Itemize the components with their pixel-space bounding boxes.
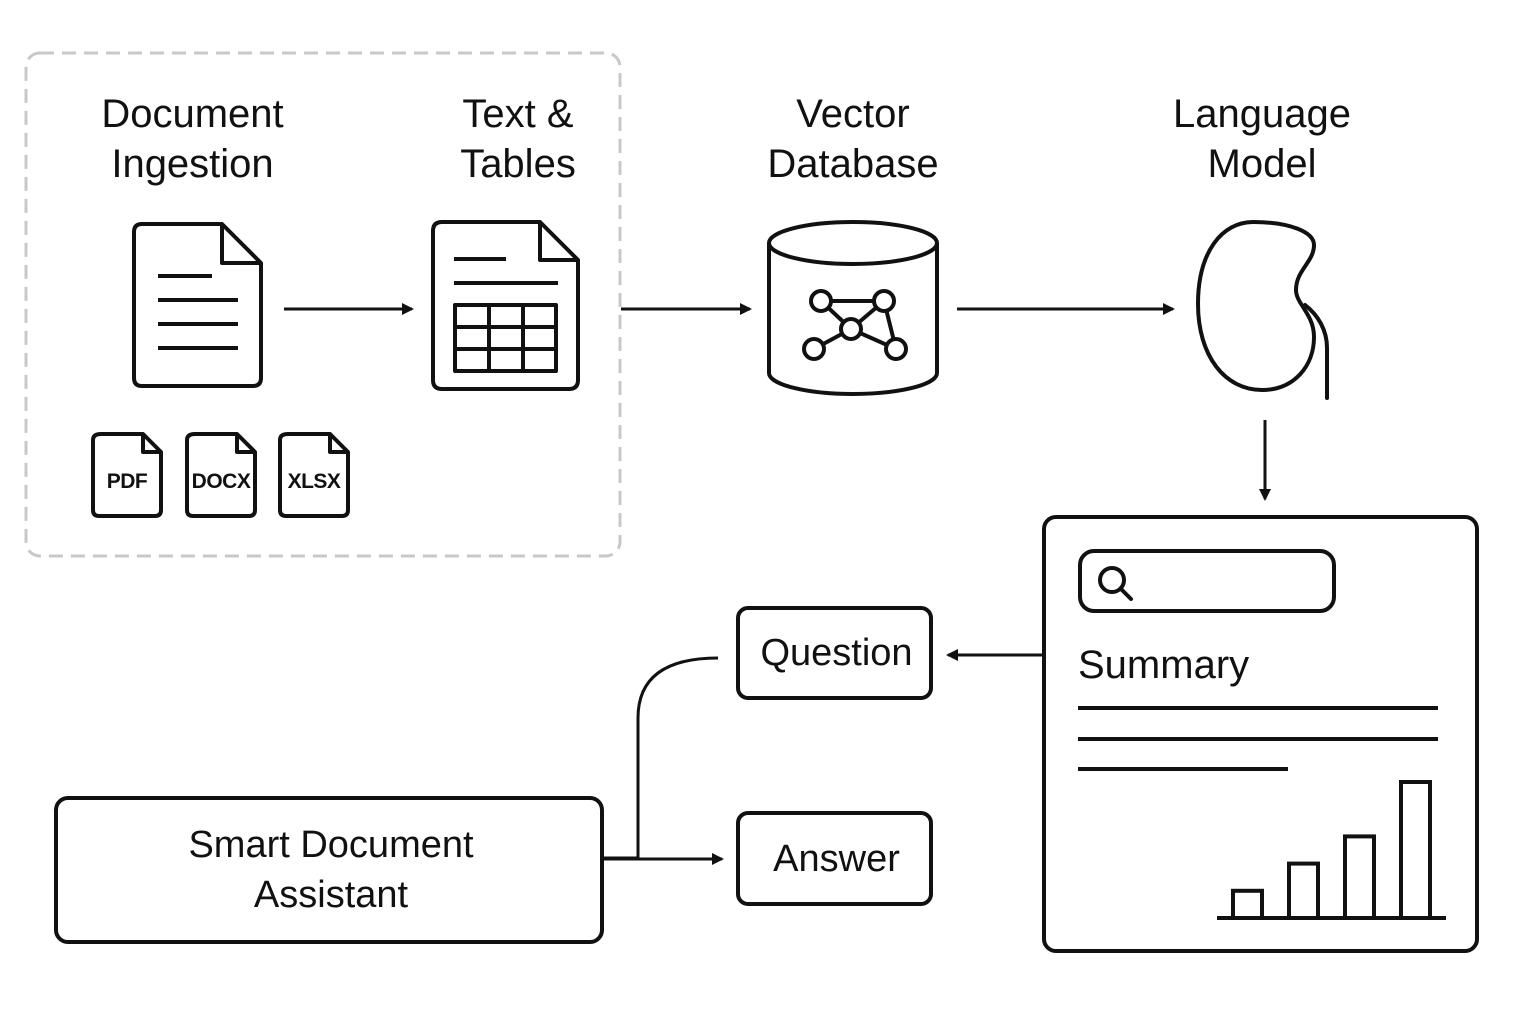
file-type-label: XLSX	[287, 470, 341, 493]
label-line: Text &	[462, 92, 574, 136]
label-document-ingestion: Document Ingestion	[60, 89, 325, 189]
label-line: Database	[767, 142, 939, 186]
summary-search-box[interactable]	[1078, 549, 1336, 613]
label-line: Document	[101, 92, 284, 136]
brain-model-icon	[1195, 219, 1329, 400]
file-type-label: PDF	[106, 470, 148, 493]
label-line: Vector	[796, 92, 910, 136]
summary-chart-bar	[1343, 834, 1376, 921]
question-label: Question	[760, 632, 913, 674]
file-icon-xlsx	[278, 432, 350, 518]
ingestion-group-border	[24, 51, 622, 558]
summary-text-lines	[1078, 706, 1438, 771]
file-icon-docx	[185, 432, 257, 518]
assistant-box[interactable]	[54, 796, 604, 944]
answer-box[interactable]	[736, 811, 933, 906]
label-line: Model	[1207, 142, 1317, 186]
label-line: Assistant	[253, 874, 409, 916]
summary-chart-bar	[1287, 861, 1320, 920]
label-vector-database: Vector Database	[740, 89, 966, 189]
label-line: Smart Document	[188, 824, 474, 866]
summary-chart-bar	[1231, 888, 1264, 920]
summary-bar-chart	[1217, 780, 1446, 921]
search-icon	[1098, 566, 1133, 601]
flow-arrows	[284, 303, 1271, 865]
summary-panel	[1042, 515, 1479, 953]
assistant-label: Smart Document Assistant	[56, 798, 606, 942]
label-line: Ingestion	[111, 142, 274, 186]
document-icon	[132, 222, 263, 388]
table-document-icon	[431, 220, 580, 391]
file-type-label: DOCX	[191, 470, 251, 493]
file-icon-pdf	[91, 432, 163, 518]
connector-assistant-to-question	[603, 656, 719, 860]
label-line: Tables	[460, 142, 576, 186]
label-text-tables: Text & Tables	[418, 89, 618, 189]
database-icon	[767, 220, 939, 396]
question-box[interactable]	[736, 606, 933, 700]
label-line: Language	[1173, 92, 1351, 136]
summary-title: Summary	[1078, 643, 1250, 687]
summary-chart-bar	[1399, 780, 1432, 920]
label-language-model: Language Model	[1142, 89, 1382, 189]
answer-label: Answer	[773, 837, 900, 880]
